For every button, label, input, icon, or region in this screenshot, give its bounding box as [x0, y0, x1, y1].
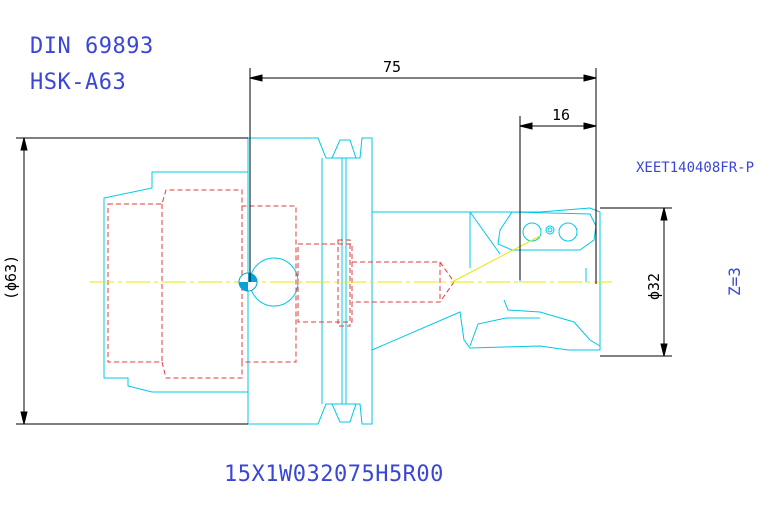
- cut-diameter-value: ϕ32: [645, 273, 663, 300]
- insert: [497, 211, 597, 251]
- clamp-screw: [352, 261, 455, 303]
- hsk-taper: [103, 171, 248, 393]
- standard-label: DIN 69893: [30, 34, 154, 59]
- overall-length-value: 75: [383, 58, 401, 76]
- lower-edge: [503, 299, 601, 347]
- dimension-lines: [16, 68, 672, 425]
- part-code-label: 15X1W032075H5R00: [224, 462, 444, 487]
- flange: [247, 137, 373, 425]
- hidden-lines: [107, 189, 455, 379]
- coolant-tube: [297, 243, 353, 323]
- gauge-symbol-icon: [238, 272, 258, 292]
- tool-outline: [103, 137, 601, 425]
- flange-diameter-value: (ϕ63): [2, 255, 20, 300]
- insert-code-label: XEET140408FR-P: [636, 160, 755, 176]
- centerline: [90, 235, 612, 283]
- tool-body: [371, 207, 601, 351]
- interface-label: HSK-A63: [30, 70, 127, 95]
- teeth-count-value: Z=3: [725, 267, 744, 296]
- hsk-bore: [107, 189, 297, 379]
- insert-offset-value: 16: [552, 106, 570, 124]
